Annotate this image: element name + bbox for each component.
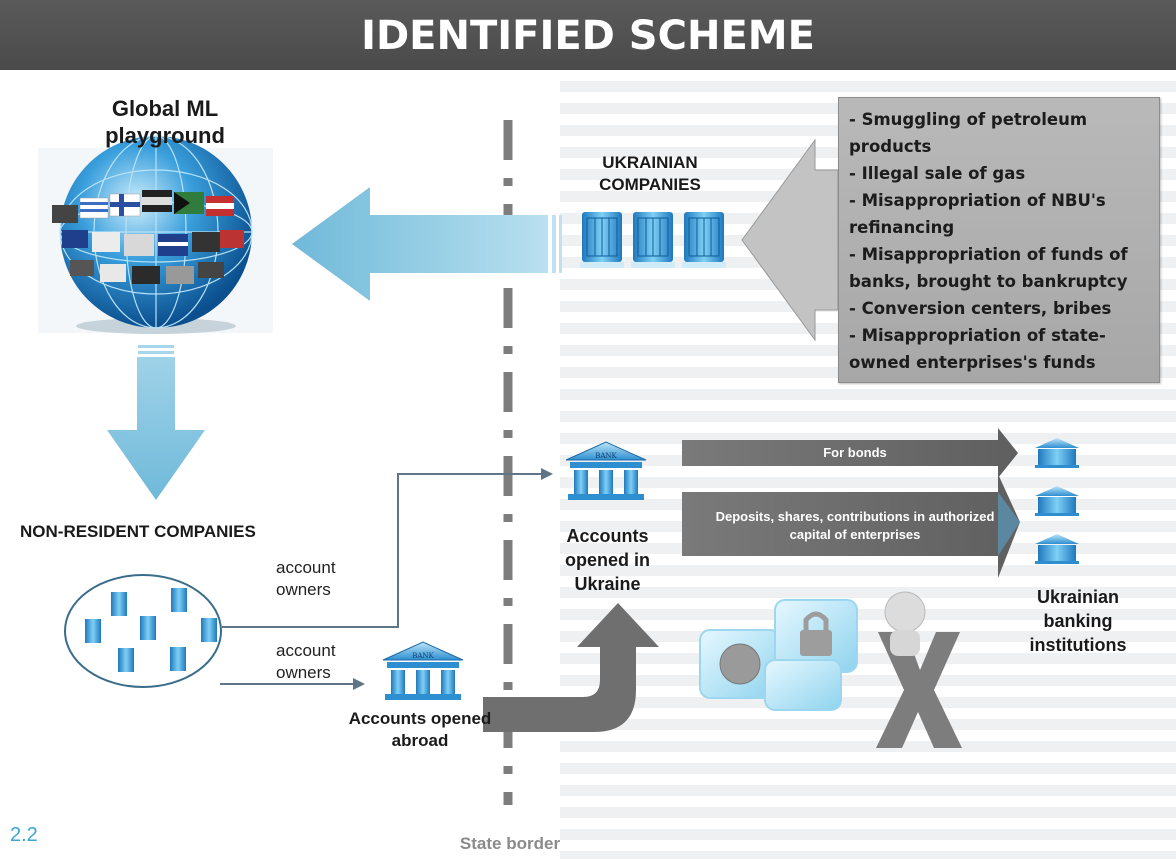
- non-resident-companies-label: NON-RESIDENT COMPANIES: [20, 522, 256, 541]
- bank-ukraine-icon: BANK: [565, 441, 647, 500]
- accounts-ukraine-label: Accounts opened in Ukraine: [565, 526, 650, 594]
- ukrainian-bank-icons: [1035, 438, 1079, 564]
- accounts-abroad-label: Accounts opened abroad: [348, 709, 492, 750]
- grey-transfer-arrow: [483, 603, 659, 732]
- blue-arrow-to-globe: [292, 187, 562, 301]
- scheme-item: - Conversion centers, bribes: [849, 299, 1112, 318]
- connector-arrowhead-abroad: [353, 678, 365, 690]
- schemes-box: - Smuggling of petroleum products - Ille…: [838, 97, 1160, 383]
- scheme-item: - Misappropriation of NBU's refinancing: [849, 191, 1106, 237]
- non-resident-companies-icon: [64, 574, 222, 688]
- account-owners-label-1: account owners: [276, 558, 336, 599]
- bonds-flow-label: For bonds: [823, 445, 887, 460]
- scheme-item: - Illegal sale of gas: [849, 164, 1026, 183]
- account-owner-connectors: [220, 473, 545, 685]
- bonds-arrow: [682, 428, 1018, 478]
- deposits-flow-label: Deposits, shares, contributions in autho…: [715, 509, 995, 542]
- bank-ukraine-sign: BANK: [595, 452, 617, 460]
- scheme-item: - Misappropriation of state-owned enterp…: [849, 326, 1106, 372]
- scheme-arrow: [741, 138, 839, 342]
- globe-icon: [38, 135, 273, 334]
- page-title: IDENTIFIED SCHEME: [0, 0, 1176, 70]
- deposits-arrow: [682, 474, 1020, 578]
- state-border-label: State border: [459, 834, 561, 853]
- slide-number: 2.2: [10, 824, 38, 846]
- ukrainian-companies-label: UKRAINIAN COMPANIES: [599, 153, 701, 194]
- connector-arrowhead-ukraine: [541, 468, 553, 480]
- scheme-item: - Smuggling of petroleum products: [849, 110, 1088, 156]
- globe-label: Global ML playground: [105, 96, 225, 148]
- bank-abroad-icon: BANK: [382, 641, 464, 700]
- bank-abroad-sign: BANK: [412, 652, 434, 660]
- deposits-arrow-highlight: [998, 492, 1020, 556]
- company-buildings-icon: [580, 212, 726, 268]
- blue-arrow-down: [107, 345, 205, 500]
- scheme-item: - Misappropriation of funds of banks, br…: [849, 245, 1128, 291]
- ukrainian-banks-label: Ukrainian banking institutions: [1029, 587, 1127, 655]
- account-owners-label-2: account owners: [276, 641, 336, 682]
- frozen-assets-illustration: [699, 591, 962, 748]
